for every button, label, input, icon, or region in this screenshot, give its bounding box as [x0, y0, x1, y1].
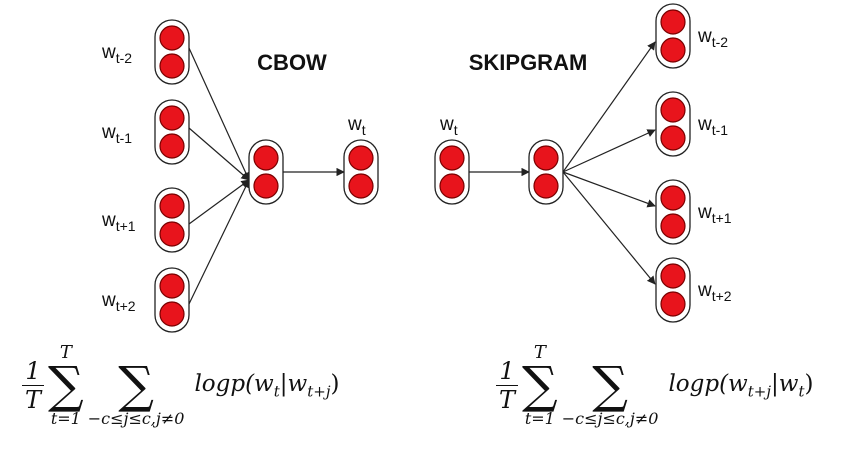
neuron: [660, 291, 686, 317]
cbow-input-arrow: [188, 47, 250, 181]
neuron: [533, 173, 559, 199]
neuron: [439, 145, 465, 171]
neuron: [159, 25, 185, 51]
skipgram-output-node: [655, 179, 691, 245]
inner-sum: ∑ −c≤j≤c,j≠0: [561, 356, 659, 428]
outer-sum: T ∑ t=1: [522, 342, 558, 428]
cbow-input-node: [154, 19, 190, 85]
skipgram-output-label: wt-1: [697, 114, 728, 138]
skipgram-output-arrow: [562, 171, 656, 285]
fraction: 1 T: [22, 359, 44, 412]
word2vec-architecture-diagram: CBOW SKIPGRAM wt-2 wt-1 wt+1 wt+2 wt wt wt-2 wt…: [101, 3, 732, 333]
skipgram-title: SKIPGRAM: [469, 50, 588, 75]
skipgram-input-label: wt: [439, 114, 458, 138]
cbow-input-arrow: [188, 179, 250, 225]
neuron: [159, 133, 185, 159]
skipgram-projection-node: [528, 139, 564, 205]
cbow-input-arrow: [188, 179, 250, 305]
neuron: [660, 263, 686, 289]
neuron: [439, 173, 465, 199]
skipgram-input-node: [434, 139, 470, 205]
cbow-output-node: [343, 139, 379, 205]
cbow-input-node: [154, 267, 190, 333]
inner-sum: ∑ −c≤j≤c,j≠0: [87, 356, 185, 428]
skipgram-output-arrow: [562, 129, 656, 173]
neuron: [660, 213, 686, 239]
fraction: 1 T: [496, 359, 518, 412]
log-probability-term: logp(wt+j|wt): [668, 370, 814, 401]
neuron: [159, 53, 185, 79]
cbow-input-label: wt-1: [101, 122, 132, 146]
neuron: [660, 125, 686, 151]
skipgram-output-label: wt-2: [697, 26, 728, 50]
neuron: [348, 145, 374, 171]
skipgram-output-node: [655, 3, 691, 69]
neuron: [159, 301, 185, 327]
neuron: [660, 37, 686, 63]
cbow-input-arrow: [188, 127, 250, 181]
neuron: [159, 193, 185, 219]
cbow-title: CBOW: [257, 50, 327, 75]
cbow-projection-node: [248, 139, 284, 205]
skipgram-output-arrow: [562, 41, 656, 173]
skipgram-output-label: wt+1: [697, 202, 732, 226]
neuron: [660, 97, 686, 123]
neuron: [348, 173, 374, 199]
skipgram-objective-formula: 1 T T ∑ t=1 ∑ −c≤j≤c,j≠0 logp(wt+j|wt): [496, 344, 813, 427]
neuron: [159, 221, 185, 247]
cbow-input-node: [154, 99, 190, 165]
outer-sum: T ∑ t=1: [48, 342, 84, 428]
cbow-input-label: wt+2: [101, 290, 136, 314]
log-probability-term: logp(wt|wt+j): [194, 370, 340, 401]
cbow-objective-formula: 1 T T ∑ t=1 ∑ −c≤j≤c,j≠0 logp(wt|wt+j): [22, 344, 339, 427]
skipgram-output-arrow: [562, 171, 656, 208]
cbow-input-label: wt+1: [101, 210, 136, 234]
skipgram-output-node: [655, 257, 691, 323]
neuron: [159, 273, 185, 299]
skipgram-output-node: [655, 91, 691, 157]
neuron: [533, 145, 559, 171]
cbow-input-node: [154, 187, 190, 253]
neuron: [253, 173, 279, 199]
neuron: [159, 105, 185, 131]
cbow-output-label: wt: [347, 114, 366, 138]
neuron: [660, 9, 686, 35]
skipgram-output-label: wt+2: [697, 280, 732, 304]
neuron: [660, 185, 686, 211]
neuron: [253, 145, 279, 171]
cbow-input-label: wt-2: [101, 42, 132, 66]
